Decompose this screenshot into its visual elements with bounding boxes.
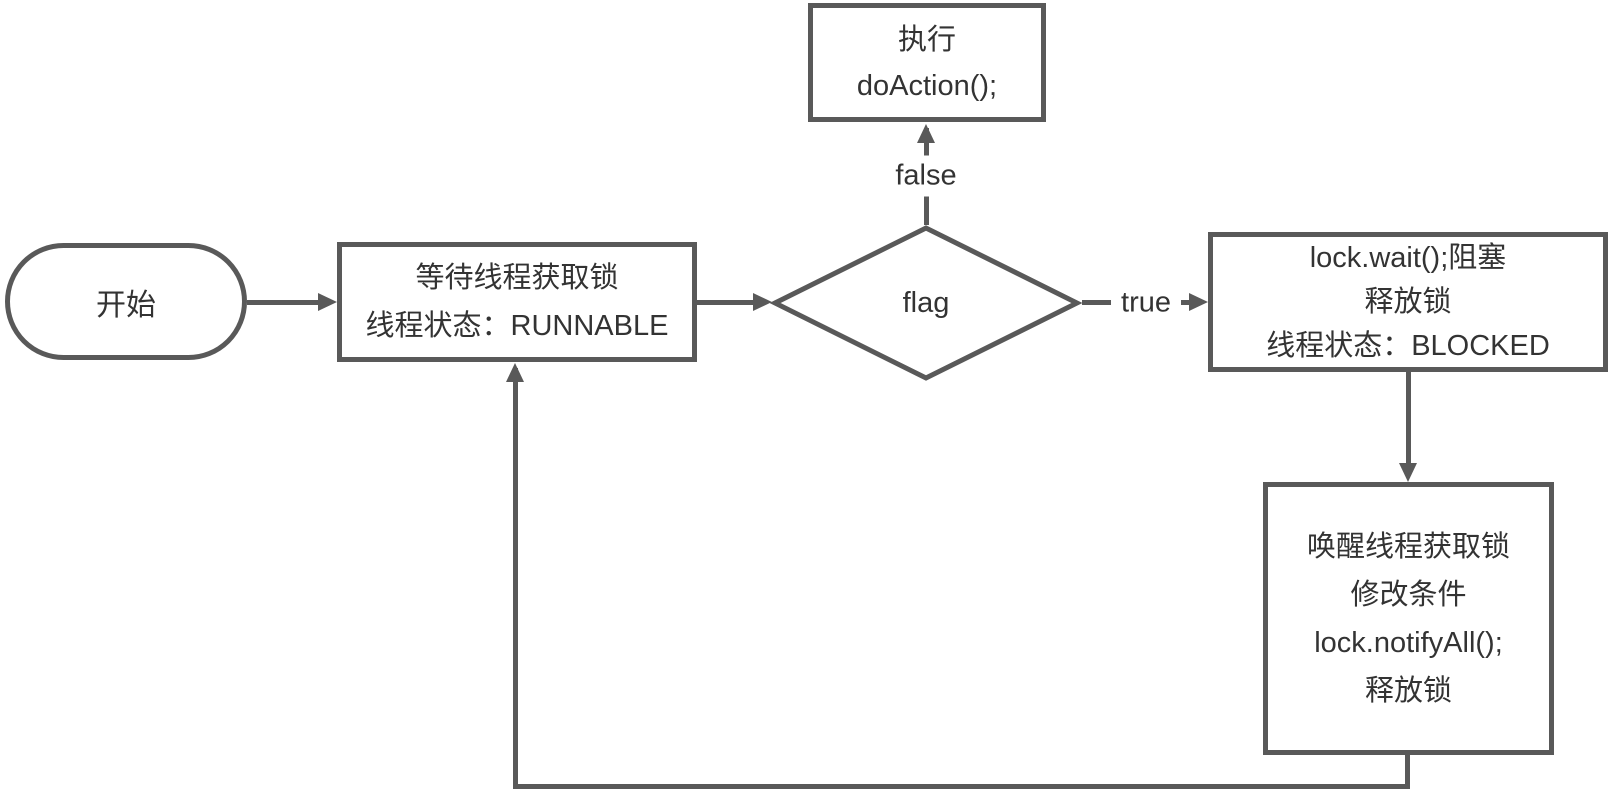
do-action-line-1: 执行 <box>897 23 956 56</box>
edge-blocked-to-notify-arrowhead <box>1399 463 1417 482</box>
notify-line-2: 修改条件 <box>1350 578 1467 611</box>
start-node-label: 开始 <box>96 288 156 322</box>
notify-line-4: 释放锁 <box>1364 674 1452 707</box>
edge-start-to-wait-arrowhead <box>318 293 337 311</box>
notify-line-3: lock.notifyAll(); <box>1314 626 1503 659</box>
wait-lock-node: 等待线程获取锁 线程状态：RUNNABLE <box>337 242 697 362</box>
blocked-line-2: 释放锁 <box>1364 286 1452 318</box>
loop-edge-segment-up <box>513 368 518 789</box>
edge-false-arrowhead <box>917 124 935 143</box>
wait-lock-line-1: 等待线程获取锁 <box>415 262 619 294</box>
loop-edge-arrowhead <box>506 363 524 382</box>
wait-lock-line-2: 线程状态：RUNNABLE <box>365 310 669 342</box>
blocked-line-1: lock.wait();阻塞 <box>1309 242 1507 274</box>
do-action-node: 执行 doAction(); <box>808 3 1046 122</box>
decision-node: flag <box>770 223 1082 383</box>
blocked-line-3: 线程状态：BLOCKED <box>1266 330 1550 362</box>
edge-start-to-wait-line <box>247 300 321 305</box>
edge-true-label: true <box>1111 282 1181 324</box>
do-action-line-2: doAction(); <box>856 69 998 102</box>
decision-label: flag <box>902 286 950 319</box>
notify-node: 唤醒线程获取锁 修改条件 lock.notifyAll(); 释放锁 <box>1263 482 1554 755</box>
diamond-shape <box>770 225 1082 381</box>
loop-edge-segment-down <box>1405 753 1410 789</box>
edge-true-arrowhead <box>1189 293 1208 311</box>
notify-line-1: 唤醒线程获取锁 <box>1306 530 1510 563</box>
start-node: 开始 <box>5 243 247 360</box>
edge-blocked-to-notify-line <box>1406 372 1411 465</box>
edge-wait-to-decision-arrowhead <box>753 293 772 311</box>
blocked-node: lock.wait();阻塞 释放锁 线程状态：BLOCKED <box>1208 232 1608 372</box>
loop-edge-segment-bottom <box>513 784 1410 789</box>
edge-false-label: false <box>885 155 967 197</box>
edge-wait-to-decision-line <box>697 300 754 305</box>
